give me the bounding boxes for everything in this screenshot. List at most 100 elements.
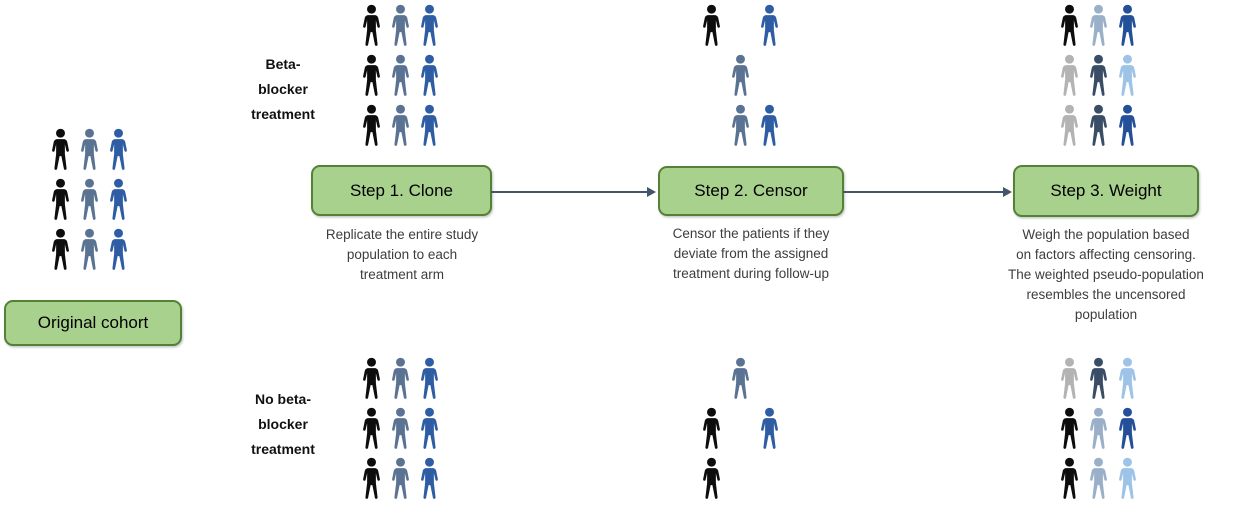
person-icon-cell xyxy=(46,178,75,228)
step-1-description: Replicate the entire study population to… xyxy=(325,227,479,282)
person-icon-cell xyxy=(1084,357,1113,407)
person-icon xyxy=(77,128,102,172)
person-icon-cell xyxy=(386,104,415,154)
person-icon xyxy=(728,357,753,401)
step-1-label: Step 1. Clone xyxy=(349,180,453,200)
person-icon-cell xyxy=(1084,4,1113,54)
person-icon xyxy=(1086,407,1111,451)
no-beta-blocker-arm-label: No beta- blocker treatment xyxy=(251,391,315,457)
person-icon xyxy=(699,407,724,451)
person-icon xyxy=(1057,357,1082,401)
person-icon-cell xyxy=(1055,457,1084,507)
person-icon-cell xyxy=(386,357,415,407)
person-icon xyxy=(417,54,442,98)
person-icon xyxy=(1115,457,1140,501)
person-icon-cell xyxy=(726,54,755,104)
person-icon-cell xyxy=(697,457,726,507)
person-icon-cell xyxy=(1084,407,1113,457)
person-icon-cell xyxy=(357,357,386,407)
person-icon-cell xyxy=(386,457,415,507)
person-icon xyxy=(417,4,442,48)
bottom-arm-clone-person-grid xyxy=(357,357,444,507)
empty-cell xyxy=(726,4,755,54)
person-icon xyxy=(388,357,413,401)
empty-cell xyxy=(726,457,755,507)
top-arm-weighted-person-grid xyxy=(1055,4,1142,154)
person-icon-cell xyxy=(755,407,784,457)
person-icon-cell xyxy=(415,457,444,507)
person-icon-cell xyxy=(386,4,415,54)
person-icon xyxy=(1115,357,1140,401)
empty-cell xyxy=(755,457,784,507)
person-icon-cell xyxy=(1084,457,1113,507)
person-icon-cell xyxy=(104,228,133,278)
bottom-arm-weighted-person-grid xyxy=(1055,357,1142,507)
person-icon-cell xyxy=(755,104,784,154)
person-icon xyxy=(1057,457,1082,501)
person-icon xyxy=(388,54,413,98)
person-icon-cell xyxy=(46,228,75,278)
person-icon-cell xyxy=(357,407,386,457)
step-3-description: Weigh the population based on factors af… xyxy=(1008,227,1204,322)
person-icon-cell xyxy=(1055,54,1084,104)
step-3-box: Step 3. Weight xyxy=(1013,165,1199,217)
arrow-step1-to-step2 xyxy=(491,191,648,193)
person-icon xyxy=(106,178,131,222)
original-cohort-person-grid xyxy=(46,128,133,278)
top-arm-clone-person-grid xyxy=(357,4,444,154)
empty-cell xyxy=(697,357,726,407)
person-icon xyxy=(359,104,384,148)
top-arm-censored-person-grid xyxy=(697,4,784,154)
person-icon-cell xyxy=(1113,407,1142,457)
person-icon-cell xyxy=(415,4,444,54)
person-icon xyxy=(1115,54,1140,98)
person-icon-cell xyxy=(415,104,444,154)
person-icon xyxy=(106,128,131,172)
person-icon xyxy=(388,104,413,148)
person-icon-cell xyxy=(726,357,755,407)
arrow-step2-to-step3 xyxy=(843,191,1003,193)
person-icon xyxy=(1057,4,1082,48)
person-icon-cell xyxy=(1055,4,1084,54)
person-icon-cell xyxy=(357,104,386,154)
person-icon xyxy=(1057,54,1082,98)
person-icon xyxy=(106,228,131,272)
person-icon-cell xyxy=(1084,104,1113,154)
person-icon xyxy=(77,228,102,272)
person-icon xyxy=(388,4,413,48)
person-icon-cell xyxy=(75,128,104,178)
beta-blocker-arm-label: Beta- blocker treatment xyxy=(251,56,315,122)
person-icon-cell xyxy=(386,54,415,104)
person-icon xyxy=(1086,457,1111,501)
person-icon-cell xyxy=(357,54,386,104)
person-icon xyxy=(417,104,442,148)
empty-cell xyxy=(697,54,726,104)
step-3-label: Step 3. Weight xyxy=(1050,181,1162,200)
person-icon-cell xyxy=(46,128,75,178)
person-icon xyxy=(359,54,384,98)
person-icon-cell xyxy=(415,407,444,457)
person-icon xyxy=(388,457,413,501)
empty-cell xyxy=(755,357,784,407)
empty-cell xyxy=(697,104,726,154)
person-icon-cell xyxy=(415,357,444,407)
person-icon xyxy=(1086,54,1111,98)
original-cohort-label: Original cohort xyxy=(37,313,149,332)
person-icon xyxy=(388,407,413,451)
person-icon-cell xyxy=(104,128,133,178)
person-icon xyxy=(359,407,384,451)
arrow-step1-to-step2-head xyxy=(647,186,656,197)
person-icon-cell xyxy=(357,4,386,54)
person-icon-cell xyxy=(1055,104,1084,154)
step-1-box: Step 1. Clone xyxy=(311,165,492,216)
original-cohort-box: Original cohort xyxy=(4,300,182,346)
person-icon xyxy=(699,4,724,48)
person-icon xyxy=(417,357,442,401)
person-icon-cell xyxy=(415,54,444,104)
person-icon-cell xyxy=(755,4,784,54)
person-icon xyxy=(48,228,73,272)
person-icon-cell xyxy=(1055,357,1084,407)
person-icon-cell xyxy=(1084,54,1113,104)
person-icon-cell xyxy=(1055,407,1084,457)
